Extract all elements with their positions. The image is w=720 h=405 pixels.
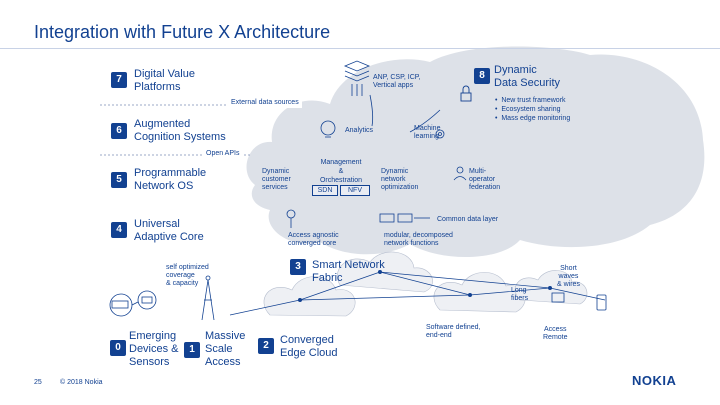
layer-7-number: 7 — [111, 72, 127, 88]
layer-1-number: 1 — [184, 342, 200, 358]
user-icon — [453, 166, 467, 181]
external-data-divider: External data sources — [228, 98, 302, 108]
antenna-tower-icon — [201, 275, 215, 321]
title-divider — [0, 48, 720, 49]
common-data-layer-label: Common data layer — [437, 216, 499, 223]
gear-icon — [435, 129, 445, 139]
layer-5-number: 5 — [111, 172, 127, 188]
layer-0-number: 0 — [110, 340, 126, 356]
phone-icon — [596, 294, 607, 311]
architecture-cloud — [246, 46, 705, 258]
analytics-label: Analytics — [345, 127, 374, 134]
slide-title: Integration with Future X Architecture — [34, 22, 331, 42]
network-function-icon — [379, 213, 430, 223]
apps-label: ANP, CSP, ICP,Vertical apps — [373, 74, 421, 89]
nfv-box: NFV — [340, 185, 370, 196]
nokia-logo: NOKIA — [632, 373, 677, 388]
lightbulb-icon — [320, 120, 336, 138]
lock-icon — [460, 85, 472, 102]
software-defined-label: Software defined,end-end — [426, 324, 481, 339]
layer-6-number: 6 — [111, 123, 127, 139]
management-orchestration-label: Management&Orchestration — [319, 159, 363, 184]
copyright: © 2018 Nokia — [60, 379, 103, 386]
layer-8-number: 8 — [474, 68, 490, 84]
devices-icon — [109, 290, 157, 317]
security-bullets: • New trust framework • Ecosystem sharin… — [495, 97, 571, 122]
layer-4-number: 4 — [111, 222, 127, 238]
layer-2-number: 2 — [258, 338, 274, 354]
page-number: 25 — [34, 379, 42, 386]
speaker-icon — [551, 292, 565, 303]
access-antenna-icon — [286, 209, 296, 228]
open-apis-divider: Open APIs — [203, 149, 243, 159]
layer-3-number: 3 — [290, 259, 306, 275]
sdn-box: SDN — [312, 185, 338, 196]
stack-icon — [343, 60, 371, 96]
